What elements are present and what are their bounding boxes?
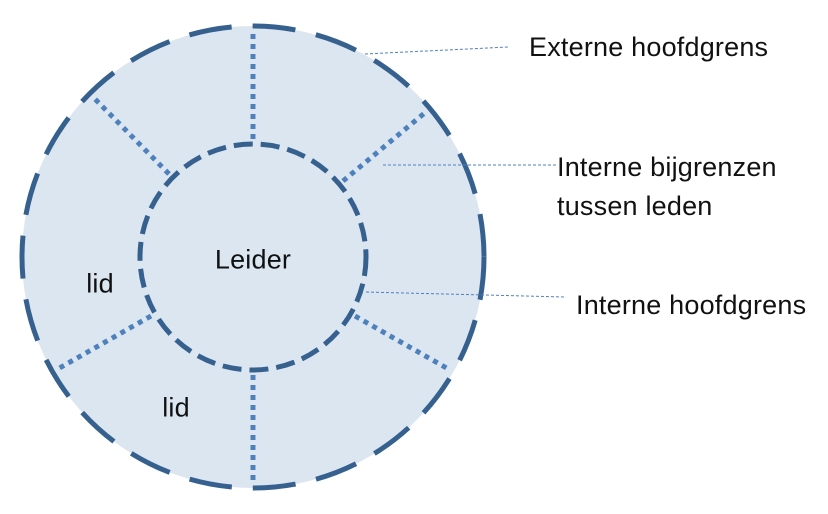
leader-label: Leider bbox=[214, 244, 292, 275]
member-label-bottom-left: lid bbox=[162, 392, 190, 423]
callout-lines-group bbox=[364, 46, 567, 298]
callout-line-externe bbox=[364, 46, 509, 55]
sub-boundary-line-lower-left bbox=[54, 313, 153, 373]
member-label-left: lid bbox=[86, 268, 114, 299]
sub-boundary-line-upper-left bbox=[91, 95, 171, 176]
internal-main-boundary-circle bbox=[137, 141, 369, 373]
annotation-externe-hoofdgrens: Externe hoofdgrens bbox=[529, 32, 769, 62]
sub-boundary-line-lower-right bbox=[353, 313, 452, 373]
annotation-interne-bijgrenzen-line1: Interne bijgrenzen bbox=[557, 152, 777, 182]
annotation-interne-bijgrenzen-line2: tussen leden bbox=[557, 191, 713, 221]
annotation-interne-bijgrenzen: Interne bijgrenzen tussen leden bbox=[557, 148, 777, 226]
callout-line-interne bbox=[365, 291, 567, 298]
annotation-interne-hoofdgrens: Interne hoofdgrens bbox=[576, 290, 807, 320]
sub-boundary-line-upper-right bbox=[341, 109, 429, 183]
internal-sub-boundaries-group bbox=[54, 30, 452, 484]
